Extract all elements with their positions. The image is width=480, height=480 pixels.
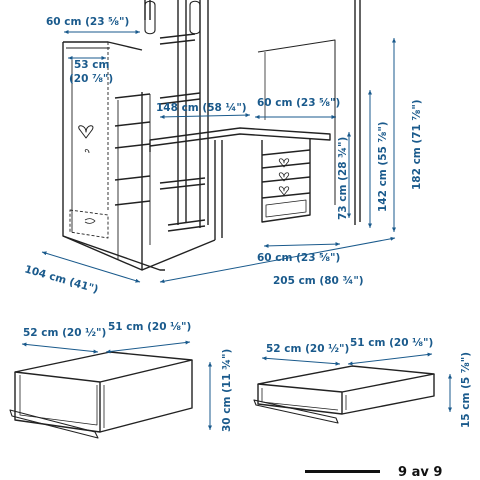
large-drawer-dimension-labels: 52 cm (20 ½") 51 cm (20 ⅛") 30 cm (11 ¾"… <box>23 321 233 432</box>
loft-bed-illustration <box>62 0 361 271</box>
small-drawer-illustration <box>253 365 435 424</box>
loft-dimension-lines <box>41 30 396 284</box>
small-drawer-dimension-lines <box>261 352 452 412</box>
dim-loft-width: 60 cm (23 ⅝") <box>46 16 129 28</box>
dim-desk-base-depth: 60 cm (23 ⅝") <box>257 252 340 264</box>
dim-overall-depth: 104 cm (41") <box>23 263 99 296</box>
desk-drawer-unit <box>261 138 311 223</box>
dim-desk-depth: 60 cm (23 ⅝") <box>257 97 340 109</box>
dim-loft-height: 142 cm (55 ⅞") <box>377 121 389 212</box>
dim-overall-length: 205 cm (80 ¾") <box>273 275 364 287</box>
ladder-rail-right <box>199 0 209 228</box>
large-drawer-dimension-lines <box>21 340 212 430</box>
small-drawer-dimension-labels: 52 cm (20 ½") 51 cm (20 ⅛") 15 cm (5 ⅞") <box>266 337 472 428</box>
large-drawer-illustration <box>9 351 193 439</box>
dim-drawer-large-width: 52 cm (20 ½") <box>23 327 106 339</box>
dim-drawer-small-depth: 51 cm (20 ⅛") <box>350 337 433 349</box>
dim-drawer-large-depth: 51 cm (20 ⅛") <box>108 321 191 333</box>
dim-wardrobe-depth: 53 cm <box>74 59 109 71</box>
dim-overall-height: 182 cm (71 ⅞") <box>411 99 423 190</box>
dim-drawer-small-height: 15 cm (5 ⅞") <box>460 352 472 428</box>
page-indicator: 9 av 9 <box>398 465 442 480</box>
dim-desk-width: 148 cm (58 ¼") <box>156 102 247 114</box>
dim-drawer-small-width: 52 cm (20 ½") <box>266 343 349 355</box>
progress-fill <box>305 470 380 473</box>
dim-desk-height: 73 cm (28 ¾") <box>337 137 349 220</box>
dim-wardrobe-depth-in: (20 ⅞") <box>69 73 113 85</box>
page-footer: 9 av 9 <box>305 465 442 480</box>
desk-top <box>149 127 331 147</box>
dim-drawer-large-height: 30 cm (11 ¾") <box>221 349 233 432</box>
